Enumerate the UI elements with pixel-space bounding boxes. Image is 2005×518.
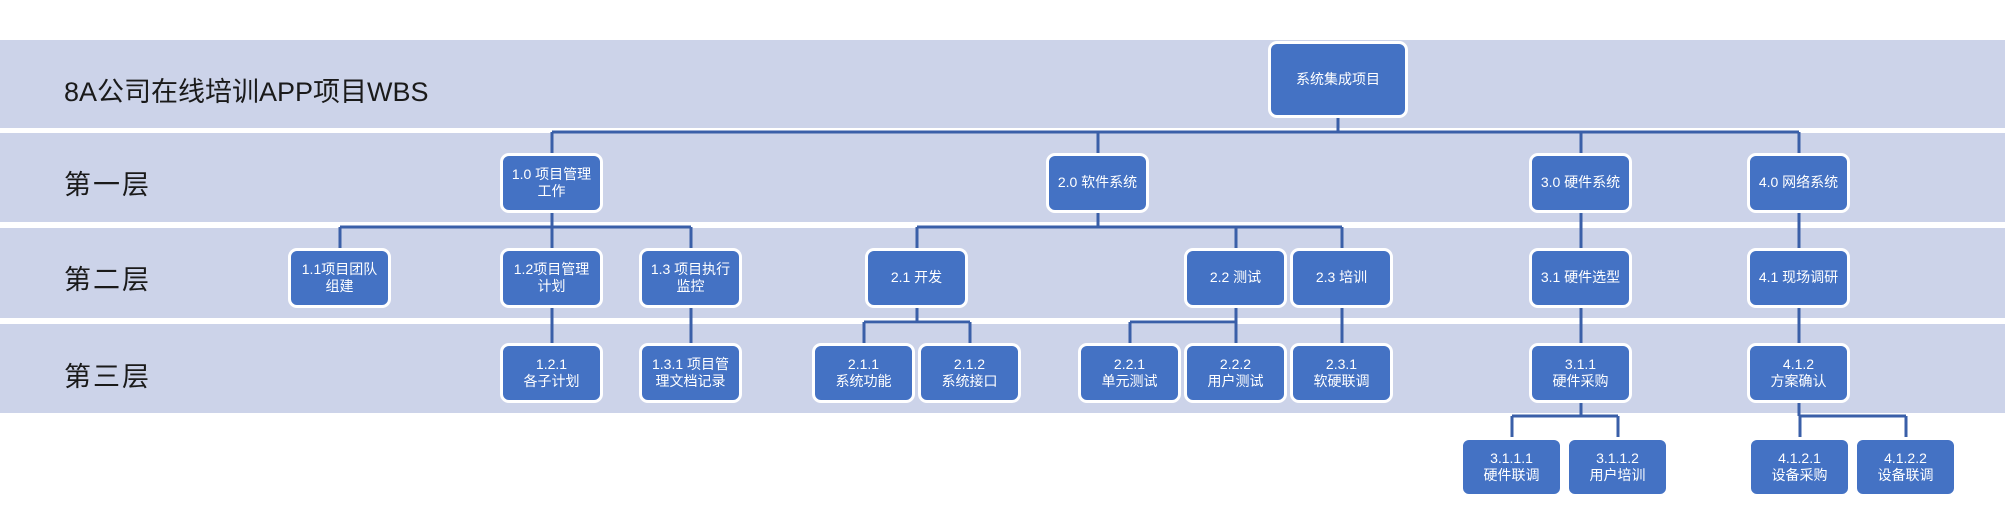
node-label-line: 3.0 硬件系统 (1540, 174, 1621, 191)
wbs-node-1.2[interactable]: 1.2项目管理计划 (500, 248, 603, 308)
node-label-line: 1.2项目管理 (513, 260, 590, 277)
node-label-line: 1.0 项目管理 (511, 165, 592, 182)
node-label-line: 软硬联调 (1313, 373, 1370, 389)
wbs-node-2.2[interactable]: 2.2 测试 (1184, 248, 1287, 308)
layer1-band (0, 133, 2005, 222)
node-label-line: 3.1.1.2 (1596, 449, 1639, 466)
wbs-node-1.1[interactable]: 1.1项目团队组建 (288, 248, 391, 308)
wbs-node-1.0[interactable]: 1.0 项目管理工作 (500, 153, 603, 213)
node-label-line: 设备采购 (1771, 467, 1828, 483)
wbs-node-2.1[interactable]: 2.1 开发 (865, 248, 968, 308)
layer-label-2: 第二层 (64, 265, 151, 295)
node-label-line: 1.3.1 项目管 (651, 355, 730, 372)
node-label-line: 各子计划 (523, 373, 580, 389)
node-label-line: 1.3 项目执行 (650, 260, 731, 277)
node-label-line: 4.1 现场调研 (1758, 269, 1839, 286)
node-label-line: 1.1项目团队 (301, 260, 378, 277)
node-label-line: 计划 (537, 278, 566, 294)
node-label-line: 2.2.2 (1219, 355, 1252, 372)
wbs-node-2.3[interactable]: 2.3 培训 (1290, 248, 1393, 308)
node-label-line: 2.1.2 (953, 355, 986, 372)
node-label-line: 2.1.1 (847, 355, 880, 372)
node-label-line: 硬件联调 (1483, 467, 1540, 483)
node-label-line: 3.1 硬件选型 (1540, 269, 1621, 286)
node-label-line: 用户培训 (1589, 467, 1646, 483)
node-label-line: 工作 (537, 183, 566, 199)
node-label-line: 用户测试 (1207, 373, 1264, 389)
node-label-line: 1.2.1 (535, 355, 568, 372)
node-label-line: 组建 (325, 278, 354, 294)
node-label-line: 4.0 网络系统 (1758, 174, 1839, 191)
wbs-node-root[interactable]: 系统集成项目 (1268, 41, 1408, 118)
node-label-line: 2.2 测试 (1209, 269, 1262, 286)
node-label-line: 3.1.1 (1564, 355, 1597, 372)
node-label-line: 系统接口 (941, 373, 998, 389)
node-label-line: 系统集成项目 (1296, 70, 1380, 87)
node-label-line: 理文档记录 (655, 373, 726, 389)
node-label-line: 2.1 开发 (890, 269, 943, 286)
wbs-node-4.0[interactable]: 4.0 网络系统 (1747, 153, 1850, 213)
wbs-node-3.0[interactable]: 3.0 硬件系统 (1529, 153, 1632, 213)
node-label-line: 4.1.2.2 (1884, 449, 1927, 466)
node-label-line: 单元测试 (1101, 373, 1158, 389)
wbs-node-3.1[interactable]: 3.1 硬件选型 (1529, 248, 1632, 308)
page-title: 8A公司在线培训APP项目WBS (64, 77, 429, 107)
wbs-node-1.3[interactable]: 1.3 项目执行监控 (639, 248, 742, 308)
node-label-line: 监控 (676, 278, 705, 294)
layer-label-1: 第一层 (64, 170, 151, 200)
node-label-line: 3.1.1.1 (1490, 449, 1533, 466)
node-label-line: 4.1.2.1 (1778, 449, 1821, 466)
node-label-line: 2.0 软件系统 (1057, 174, 1138, 191)
wbs-node-2.0[interactable]: 2.0 软件系统 (1046, 153, 1149, 213)
node-label-line: 设备联调 (1877, 467, 1934, 483)
wbs-node-1.3.1[interactable]: 1.3.1 项目管理文档记录 (639, 343, 742, 403)
node-label-line: 方案确认 (1770, 373, 1827, 389)
title-band (0, 40, 2005, 128)
wbs-node-4.1[interactable]: 4.1 现场调研 (1747, 248, 1850, 308)
node-label-line: 2.3.1 (1325, 355, 1358, 372)
layer-label-3: 第三层 (64, 362, 151, 392)
node-label-line: 硬件采购 (1552, 373, 1609, 389)
node-label-line: 系统功能 (835, 373, 892, 389)
node-label-line: 2.2.1 (1113, 355, 1146, 372)
node-label-line: 2.3 培训 (1315, 269, 1368, 286)
node-label-line: 4.1.2 (1782, 355, 1815, 372)
